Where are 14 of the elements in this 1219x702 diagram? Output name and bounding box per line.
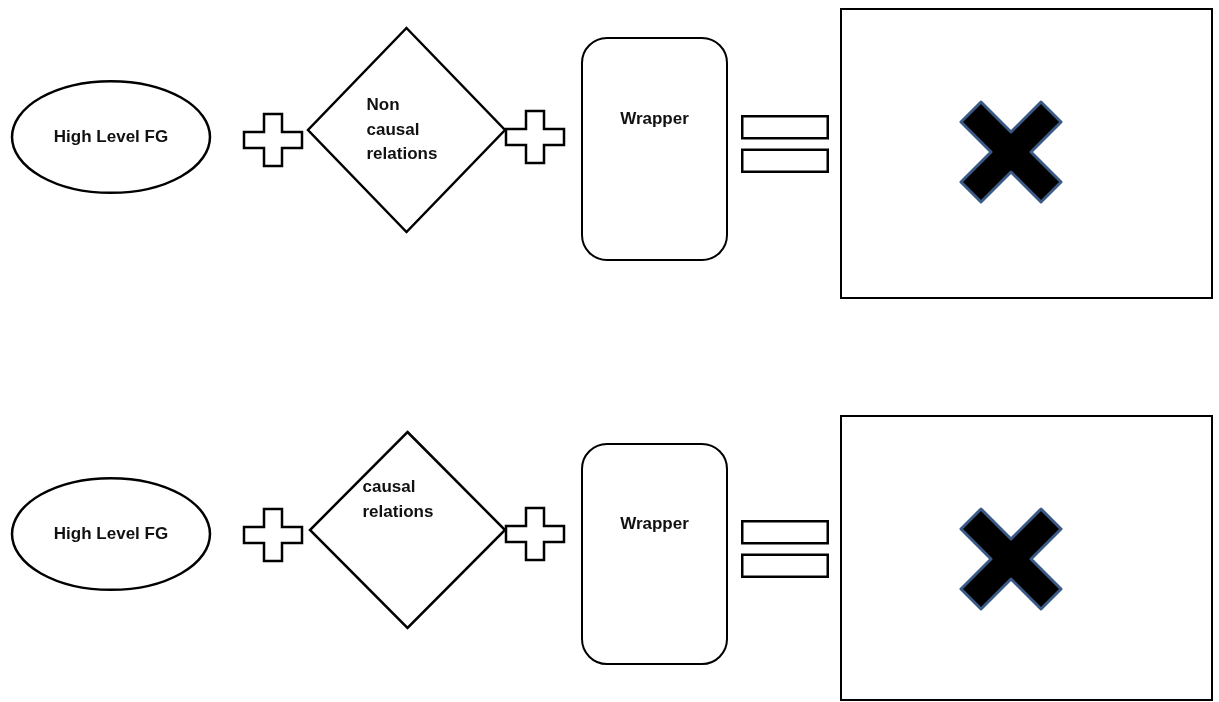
node-label: Wrapper [620, 512, 689, 535]
rounded-box [581, 443, 728, 665]
node-label: High Level FG [53, 522, 169, 545]
ellipse-node [10, 80, 212, 194]
node-label: Wrapper [620, 107, 689, 130]
node-label: causal relations [362, 476, 435, 523]
node-label: Non causal relations [366, 94, 439, 166]
decision-diamond [310, 432, 505, 628]
result-box [840, 415, 1213, 701]
decision-diamond [308, 28, 505, 232]
result-box [840, 8, 1213, 299]
rounded-box [581, 37, 728, 261]
node-label: High Level FG [53, 125, 169, 148]
ellipse-node [10, 477, 212, 591]
